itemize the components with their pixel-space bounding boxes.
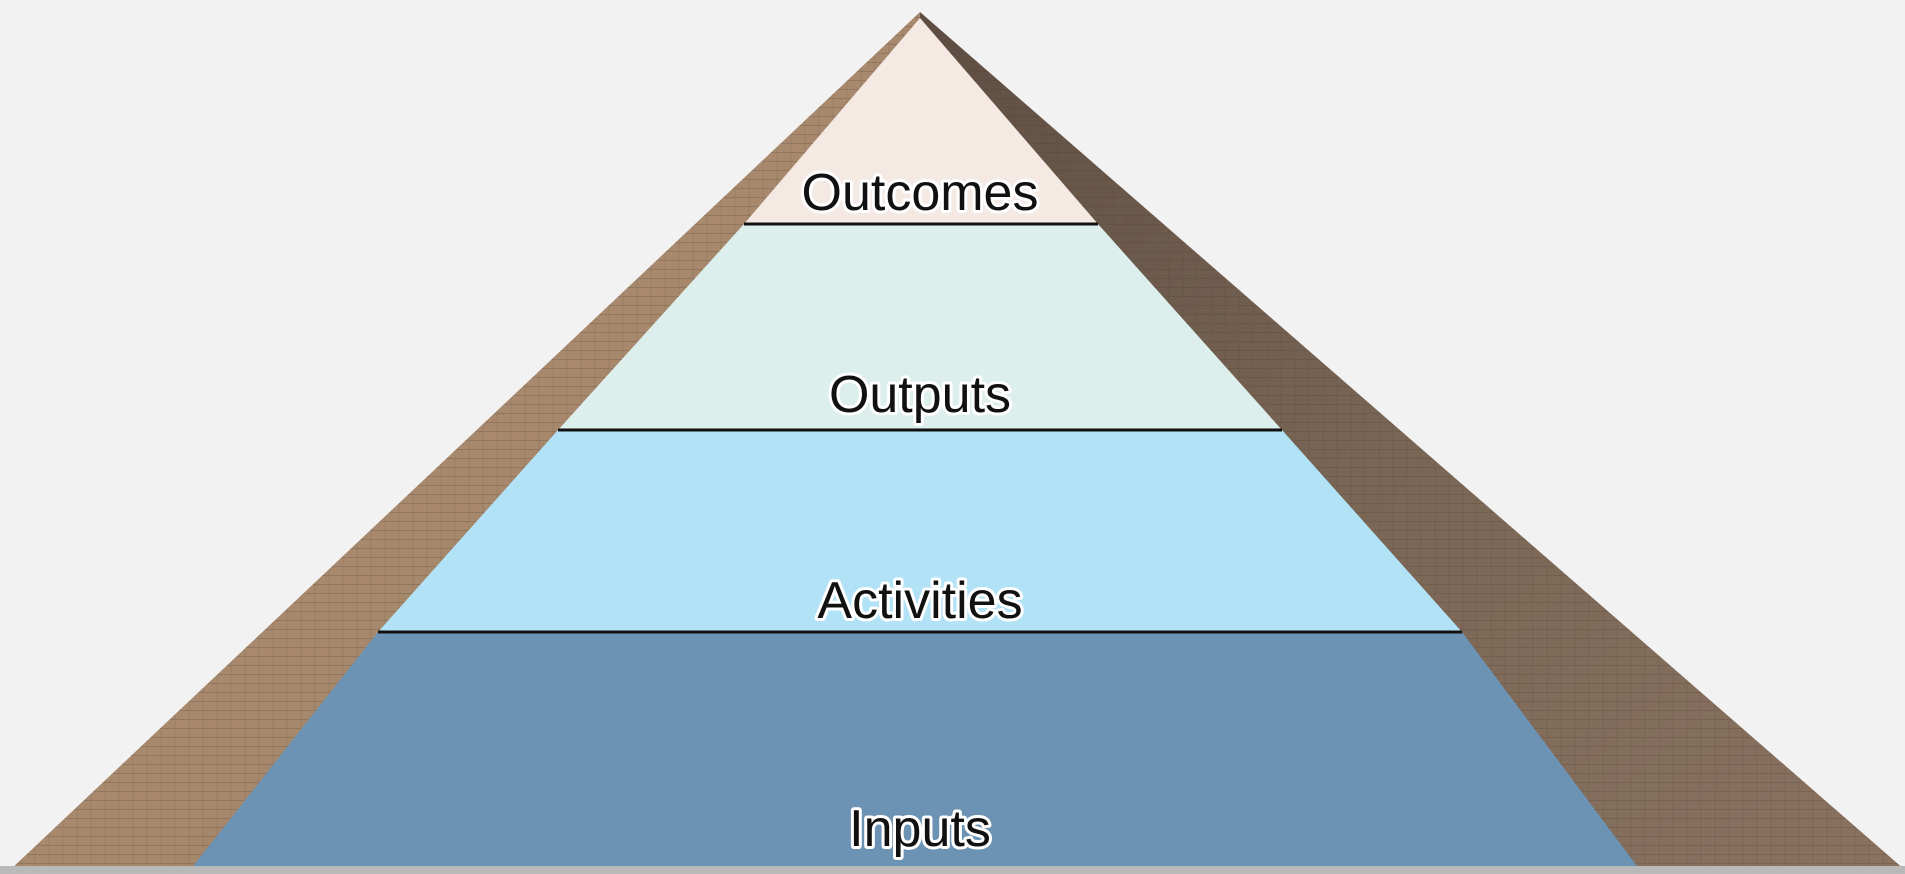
- layer-label-outcomes: Outcomes: [802, 164, 1039, 222]
- bottom-edge-strip: [0, 866, 1905, 874]
- layer-outcomes: [744, 18, 1098, 224]
- layer-label-inputs: Inputs: [849, 800, 991, 858]
- layer-inputs: [190, 632, 1640, 870]
- layer-activities: [378, 430, 1462, 632]
- layer-outputs: [558, 224, 1282, 430]
- layer-label-outputs: Outputs: [829, 366, 1011, 424]
- layer-label-activities: Activities: [817, 572, 1022, 630]
